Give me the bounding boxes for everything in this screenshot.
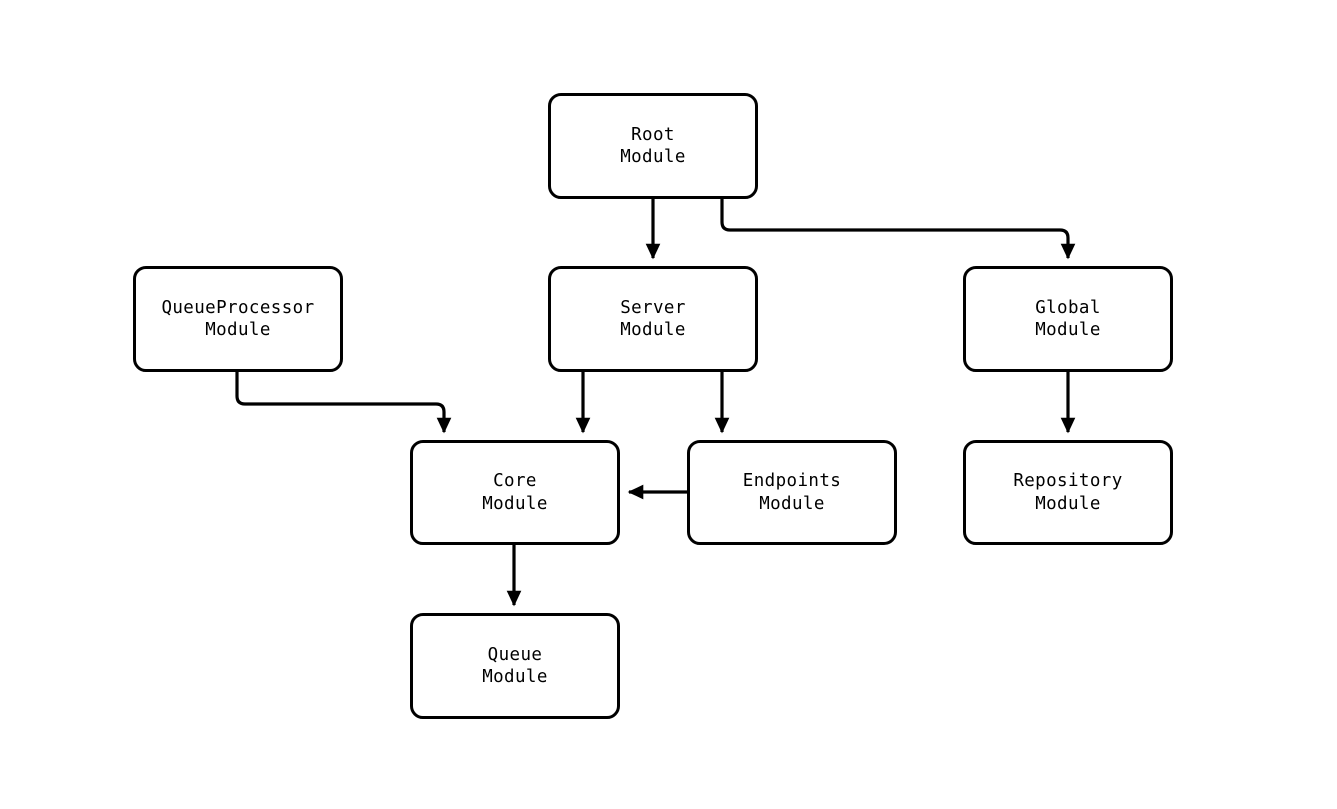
- node-label-name: Root: [631, 124, 675, 145]
- edge-queueprocessor-to-core: [235, 372, 452, 434]
- edge-root-to-global: [720, 199, 1076, 260]
- node-label-suffix: Module: [620, 147, 686, 167]
- node-label-name: Core: [493, 471, 537, 491]
- node-label-name: Server: [620, 297, 686, 318]
- node-label-name: Global: [1035, 297, 1101, 318]
- node-label-name: Repository: [1013, 471, 1123, 491]
- node-label-suffix: Module: [759, 493, 825, 514]
- node-label-suffix: Module: [482, 667, 548, 687]
- node-label-suffix: Module: [1035, 320, 1101, 340]
- node-label-name: Endpoints: [742, 471, 842, 491]
- node-label-suffix: Module: [1035, 493, 1101, 514]
- node-label-suffix: Module: [482, 493, 548, 514]
- node-label-suffix: Module: [205, 320, 271, 340]
- edges-group: [235, 199, 1076, 607]
- node-label-name: QueueProcessor: [161, 297, 315, 318]
- node-label-name: Queue: [487, 644, 543, 665]
- node-label-suffix: Module: [620, 320, 686, 340]
